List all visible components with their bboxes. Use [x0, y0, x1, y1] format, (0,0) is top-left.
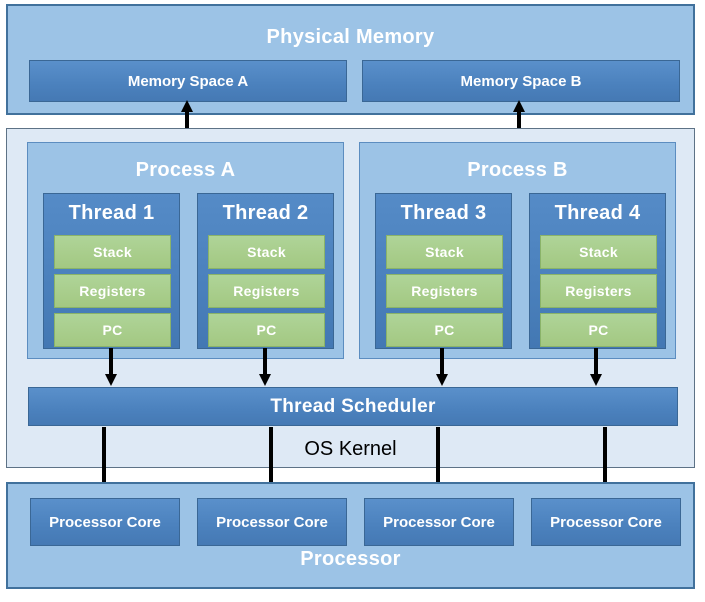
processor-title: Processor — [300, 548, 401, 570]
thread-pc-box: PC — [540, 313, 657, 347]
processor-core-box-1: Processor Core — [30, 498, 180, 546]
arrow-head-up-icon — [512, 100, 525, 112]
thread-4-title: Thread 4 — [554, 202, 641, 224]
thread-registers-box: Registers — [54, 274, 171, 308]
processor-core-label: Processor Core — [49, 513, 161, 531]
arrow-thread4-to-scheduler — [589, 348, 602, 386]
arrow-process-a-to-memory — [180, 100, 193, 141]
thread-3-box: Thread 3 Stack Registers PC — [375, 193, 512, 349]
thread-scheduler-box: Thread Scheduler — [28, 387, 678, 426]
thread-pc-box: PC — [54, 313, 171, 347]
arrow-head-down-icon — [258, 374, 271, 386]
physical-memory-box: Physical Memory Memory Space A Memory Sp… — [6, 4, 695, 115]
processor-box: Processor Core Processor Core Processor … — [6, 482, 695, 589]
process-b-title: Process B — [467, 159, 568, 181]
arrow-head-up-icon — [180, 100, 193, 112]
process-a-box: Process A Thread 1 Stack Registers PC Th… — [27, 142, 344, 359]
arrow-thread2-to-scheduler — [258, 348, 271, 386]
thread-pc-box: PC — [208, 313, 325, 347]
arrow-thread1-to-scheduler — [104, 348, 117, 386]
thread-registers-box: Registers — [540, 274, 657, 308]
arrow-process-b-to-memory — [512, 100, 525, 141]
memory-space-a-label: Memory Space A — [127, 72, 249, 90]
thread-registers-box: Registers — [208, 274, 325, 308]
physical-memory-title: Physical Memory — [266, 26, 435, 48]
arrow-thread3-to-scheduler — [435, 348, 448, 386]
thread-2-title: Thread 2 — [222, 202, 309, 224]
thread-1-title: Thread 1 — [68, 202, 155, 224]
thread-1-box: Thread 1 Stack Registers PC — [43, 193, 180, 349]
arrow-head-down-icon — [589, 374, 602, 386]
processor-core-label: Processor Core — [216, 513, 328, 531]
thread-stack-box: Stack — [54, 235, 171, 269]
thread-3-title: Thread 3 — [400, 202, 487, 224]
processor-core-box-4: Processor Core — [531, 498, 681, 546]
os-kernel-box: Process A Thread 1 Stack Registers PC Th… — [6, 128, 695, 468]
memory-space-b-box: Memory Space B — [362, 60, 680, 102]
process-b-box: Process B Thread 3 Stack Registers PC Th… — [359, 142, 676, 359]
thread-stack-box: Stack — [386, 235, 503, 269]
thread-4-box: Thread 4 Stack Registers PC — [529, 193, 666, 349]
processor-core-box-3: Processor Core — [364, 498, 514, 546]
thread-stack-box: Stack — [540, 235, 657, 269]
arrow-head-down-icon — [435, 374, 448, 386]
memory-space-a-box: Memory Space A — [29, 60, 347, 102]
thread-scheduler-label: Thread Scheduler — [270, 395, 436, 417]
thread-registers-box: Registers — [386, 274, 503, 308]
processor-core-label: Processor Core — [550, 513, 662, 531]
thread-stack-box: Stack — [208, 235, 325, 269]
arrow-head-down-icon — [104, 374, 117, 386]
memory-space-b-label: Memory Space B — [460, 72, 582, 90]
thread-2-box: Thread 2 Stack Registers PC — [197, 193, 334, 349]
os-kernel-label: OS Kernel — [304, 438, 397, 460]
thread-pc-box: PC — [386, 313, 503, 347]
processor-core-box-2: Processor Core — [197, 498, 347, 546]
processor-core-label: Processor Core — [383, 513, 495, 531]
process-a-title: Process A — [135, 159, 236, 181]
